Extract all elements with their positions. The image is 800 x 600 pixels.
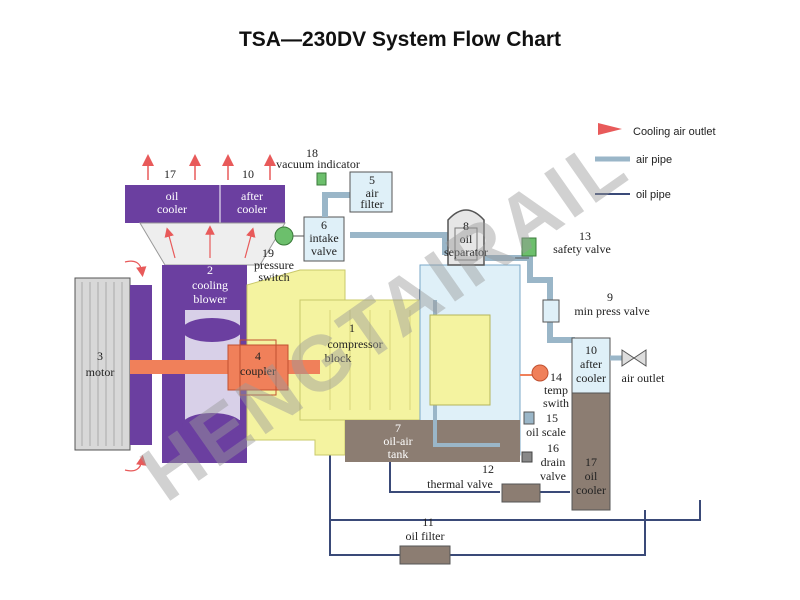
oil-cooler-right-line1: oil xyxy=(585,469,598,483)
cooling-air-up-arrows xyxy=(142,154,276,180)
motor-label: motor xyxy=(86,365,115,379)
oil-scale-number: 15 xyxy=(546,411,558,425)
legend-oil-pipe: oil pipe xyxy=(636,189,671,201)
oil-separator-line1: oil xyxy=(460,232,473,246)
after-cooler-right xyxy=(571,337,611,394)
legend: Cooling air outlet air pipe oil pipe xyxy=(595,123,716,201)
oil-cooler-top-line1: oil xyxy=(166,189,179,203)
pressure-switch-number: 19 xyxy=(262,246,274,260)
safety-valve xyxy=(521,237,537,257)
oil-filter-number: 11 xyxy=(422,515,434,529)
vacuum-indicator xyxy=(316,172,327,186)
oil-air-tank-number: 7 xyxy=(395,421,401,435)
after-cooler-right-line1: after xyxy=(580,357,602,371)
drain-valve-number: 16 xyxy=(547,441,559,455)
after-cooler-right-line2: cooler xyxy=(576,371,606,385)
drain-valve xyxy=(521,451,533,463)
temp-switch-line1: temp xyxy=(544,383,568,397)
safety-valve-number: 13 xyxy=(579,229,591,243)
intake-valve xyxy=(303,216,345,262)
funnel-arrows xyxy=(164,225,256,259)
temp-switch-number: 14 xyxy=(550,370,562,384)
oil-cooler-top-line2: cooler xyxy=(157,202,187,216)
oil-cooler-right xyxy=(571,392,611,511)
air-filter-line2: filter xyxy=(360,197,383,211)
page-title: TSA—230DV System Flow Chart xyxy=(238,28,562,51)
oil-cooler-right-line2: cooler xyxy=(576,483,606,497)
after-cooler-top-line1: after xyxy=(241,189,263,203)
motor-fins xyxy=(81,282,123,446)
pressure-switch-line1: pressure xyxy=(254,258,294,272)
air-outlet-label: air outlet xyxy=(622,371,666,385)
compressor-block xyxy=(299,299,431,421)
thermal-valve-label: thermal valve xyxy=(427,477,493,491)
after-cooler-right-number: 10 xyxy=(585,343,597,357)
drain-valve-line2: valve xyxy=(540,469,566,483)
oil-air-tank xyxy=(345,420,520,462)
oil-scale-label: oil scale xyxy=(526,425,566,439)
min-press-valve xyxy=(542,299,560,323)
coupler xyxy=(227,344,289,391)
oil-air-tank-line2: tank xyxy=(388,447,409,461)
compressor-line1: compressor xyxy=(327,337,382,351)
vacuum-indicator-label: vacuum indicator xyxy=(276,157,360,171)
motor xyxy=(74,277,131,451)
oil-filter xyxy=(399,545,451,565)
coupler-label: coupler xyxy=(240,364,276,378)
air-outlet-valve-icon xyxy=(621,349,635,367)
vacuum-indicator-number: 18 xyxy=(306,146,318,160)
compressor-line2: block xyxy=(325,351,352,365)
air-filter xyxy=(349,171,393,213)
oil-separator-number: 8 xyxy=(463,219,469,233)
intake-air-duct xyxy=(322,192,350,217)
cooling-blower-line2: blower xyxy=(193,292,226,306)
oil-cooler-right-number: 17 xyxy=(585,455,597,469)
motor-number: 3 xyxy=(97,349,103,363)
oil-filter-label: oil filter xyxy=(406,529,445,543)
legend-cooling-air-outlet: Cooling air outlet xyxy=(633,126,716,138)
after-cooler-top xyxy=(220,185,285,223)
compressor-rotor xyxy=(429,314,491,406)
oil-cooler-top xyxy=(125,185,220,223)
safety-valve-label: safety valve xyxy=(553,242,611,256)
temp-switch-line2: swith xyxy=(543,396,569,410)
air-filter-number: 5 xyxy=(369,173,375,187)
coupler-number: 4 xyxy=(255,349,261,363)
temp-switch xyxy=(531,364,549,382)
oil-scale xyxy=(523,411,535,425)
intake-valve-number: 6 xyxy=(321,218,327,232)
intake-valve-line1: intake xyxy=(309,231,338,245)
after-cooler-top-line2: cooler xyxy=(237,202,267,216)
intake-arrow-top xyxy=(124,260,147,278)
oil-separator-line2: separator xyxy=(444,245,488,259)
oil-air-tank-line1: oil-air xyxy=(383,434,412,448)
intake-valve-line2: valve xyxy=(311,244,337,258)
oil-separator xyxy=(447,209,485,266)
thermal-valve-number: 12 xyxy=(482,462,494,476)
min-press-valve-number: 9 xyxy=(607,290,613,304)
compressor-fins xyxy=(329,310,411,410)
pressure-switch xyxy=(274,226,294,246)
intake-arrow-bottom xyxy=(124,454,147,472)
cooling-air-outlet-legend-icon xyxy=(598,123,622,135)
thermal-valve xyxy=(501,483,541,503)
after-cooler-top-number: 10 xyxy=(242,167,254,181)
air-filter-line1: air xyxy=(366,186,379,200)
pressure-switch-line2: switch xyxy=(258,270,289,284)
cooling-blower-line1: cooling xyxy=(192,278,228,292)
cooling-blower-number: 2 xyxy=(207,263,213,277)
legend-air-pipe: air pipe xyxy=(636,154,672,166)
oil-cooler-top-number: 17 xyxy=(164,167,176,181)
drain-valve-line1: drain xyxy=(541,455,566,469)
min-press-valve-label: min press valve xyxy=(574,304,649,318)
compressor-number: 1 xyxy=(349,321,355,335)
